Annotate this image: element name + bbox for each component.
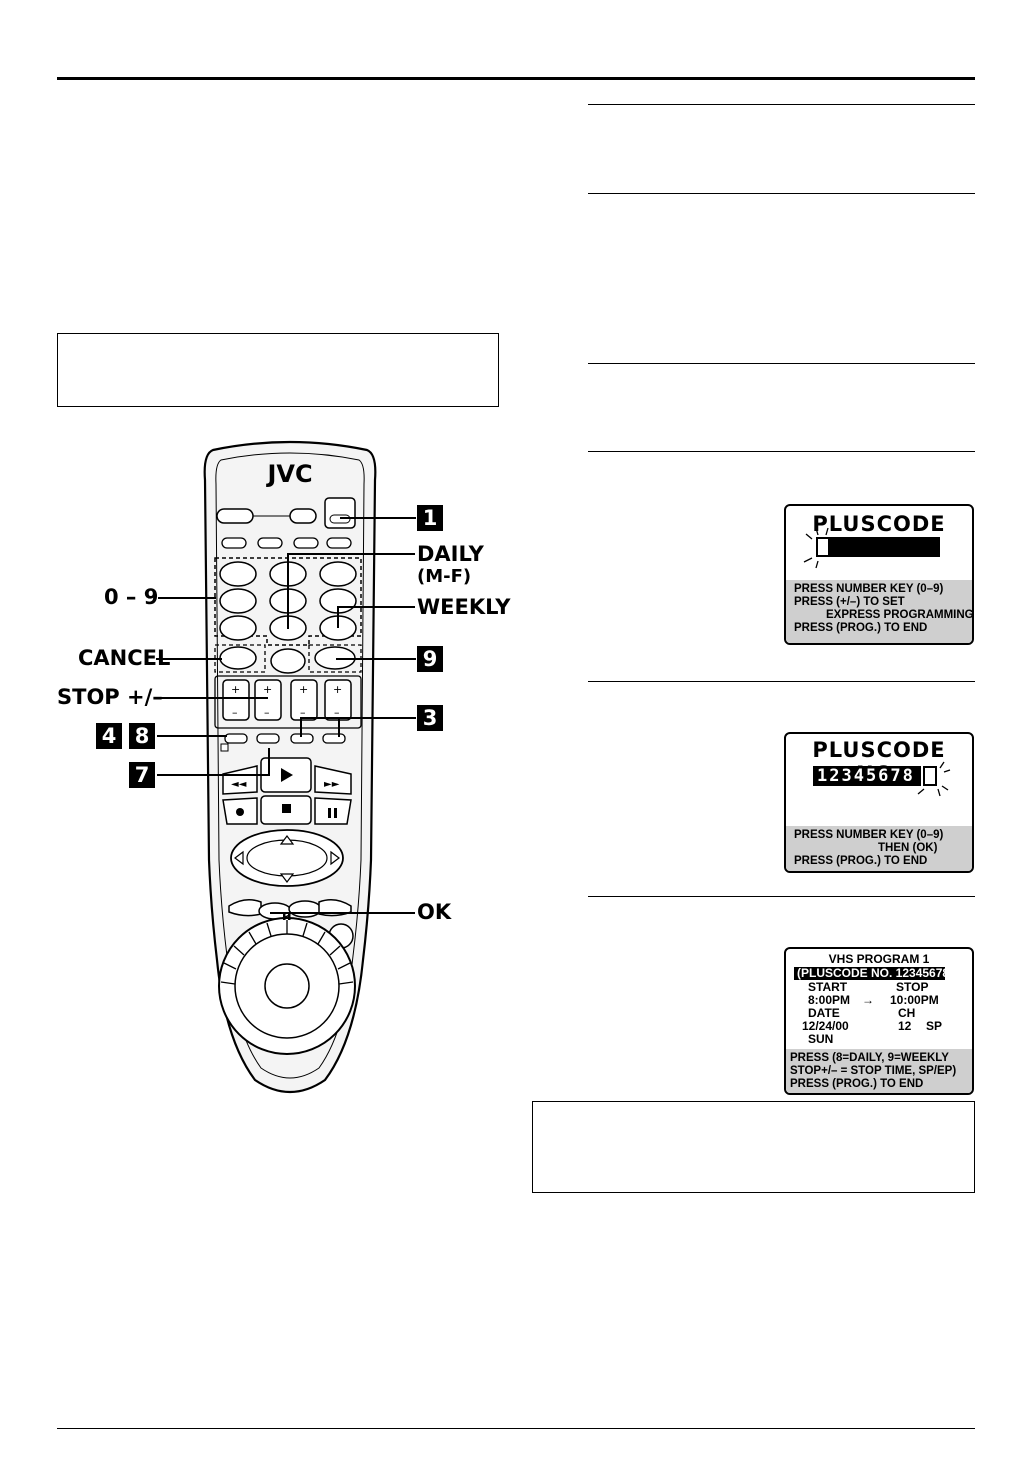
step-rule-4 [588,451,975,452]
screen3-pluscode: (PLUSCODE NO. 12345678) [794,967,953,980]
screen3-date: 12/24/00 [802,1019,849,1033]
screen3-line: PRESS (PROG.) TO END [790,1078,924,1090]
screen-pluscode-entered: PLUSCODE NO. 12345678 PRESS NUMBER KEY (… [784,732,974,873]
screen2-blink-marks [917,761,951,797]
note-box-right [532,1101,975,1193]
leader-weekly-drop [337,606,339,628]
screen3-arrow: → [862,993,874,1007]
screen1-blink-marks [803,527,829,569]
screen3-date-label: DATE [808,1006,840,1020]
svg-text:►►: ►► [324,779,340,790]
screen1-line: PRESS (+/–) TO SET [794,596,905,608]
label-weekly: WEEKLY [417,595,511,619]
leader-cancel [156,658,222,660]
screen3-start-label: START [808,980,848,994]
screen3-speed: SP [926,1019,943,1033]
label-stop: STOP +/– [57,685,163,709]
screen3-stop-time: 10:00PM [890,993,939,1007]
label-ok: OK [417,900,452,924]
screen-vhs-program: VHS PROGRAM 1 (PLUSCODE NO. 12345678) ST… [784,947,974,1095]
leader-step7 [157,774,269,776]
svg-text:–: – [232,706,238,719]
screen1-line: PRESS NUMBER KEY (0–9) [794,583,944,595]
leader-weekly [337,606,415,608]
screen2-line: PRESS NUMBER KEY (0–9) [794,829,944,841]
leader-zero-nine [158,597,216,599]
svg-text:–: – [334,706,340,719]
screen3-start-time: 8:00PM [808,993,851,1007]
leader-ok [270,912,415,914]
screen2-instructions: PRESS NUMBER KEY (0–9) THEN (OK) PRESS (… [786,826,972,871]
leader-step9 [336,658,416,660]
leader-step1 [340,517,416,519]
screen1-line: EXPRESS PROGRAMMING [826,609,974,621]
screen3-line: STOP+/– = STOP TIME, SP/EP) [790,1065,957,1077]
leader-step7-rise [268,748,270,776]
screen3-instructions: PRESS (8=DAILY, 9=WEEKLY STOP+/– = STOP … [786,1049,972,1093]
leader-step3-b [338,717,340,737]
leader-step48 [157,735,227,737]
remote-control-illustration: + + + + – – – – ◄◄ ►► [203,440,377,1093]
leader-step3 [300,717,416,719]
step-badge-8: 8 [129,723,155,749]
step-badge-9: 9 [417,646,443,672]
screen1-code-field [830,537,940,557]
svg-text:–: – [264,706,270,719]
step-badge-4: 4 [96,723,122,749]
step-rule-1 [588,104,975,105]
step-rule-6 [588,896,975,897]
leader-daily [287,553,415,555]
leader-daily-drop [287,553,289,629]
screen3-title: VHS PROGRAM 1 [828,952,930,966]
screen1-instructions: PRESS NUMBER KEY (0–9) PRESS (+/–) TO SE… [786,580,972,643]
screen2-code-value: 12345678 [813,766,921,786]
screen2-cursor [923,766,937,786]
step-badge-1: 1 [417,505,443,531]
screen-pluscode-entry: PLUSCODE NO. PRESS NUMBER KEY (0–9) PRES… [784,504,974,645]
step-badge-3: 3 [417,705,443,731]
svg-text:–: – [300,706,306,719]
step-rule-3 [588,363,975,364]
label-cancel: CANCEL [78,646,171,670]
screen2-line: THEN (OK) [878,842,938,854]
svg-text:◄◄: ◄◄ [231,779,247,790]
screen3-ch: 12 [898,1019,912,1033]
svg-text:+: + [333,683,342,696]
bottom-rule [57,1428,975,1429]
leader-step3-a [300,717,302,737]
step-rule-2 [588,193,975,194]
remote-brand-logo: JVC [267,460,313,488]
top-rule [57,77,975,80]
svg-text:+: + [299,683,308,696]
screen3-line: PRESS (8=DAILY, 9=WEEKLY [790,1052,949,1064]
screen3-day: SUN [808,1032,834,1046]
leader-stop [156,697,268,699]
label-daily: DAILY [417,542,484,566]
screen1-line: PRESS (PROG.) TO END [794,622,928,634]
screen2-line: PRESS (PROG.) TO END [794,855,928,867]
svg-text:+: + [263,683,272,696]
screen3-stop-label: STOP [896,980,929,994]
step-rule-5 [588,681,975,682]
screen3-ch-label: CH [898,1006,916,1020]
label-daily-sub: (M-F) [417,566,472,587]
screen1-cursor [816,537,830,557]
note-box-left [57,333,499,407]
svg-text:+: + [231,683,240,696]
step-badge-7: 7 [129,762,155,788]
label-zero-nine: 0 – 9 [104,585,159,609]
